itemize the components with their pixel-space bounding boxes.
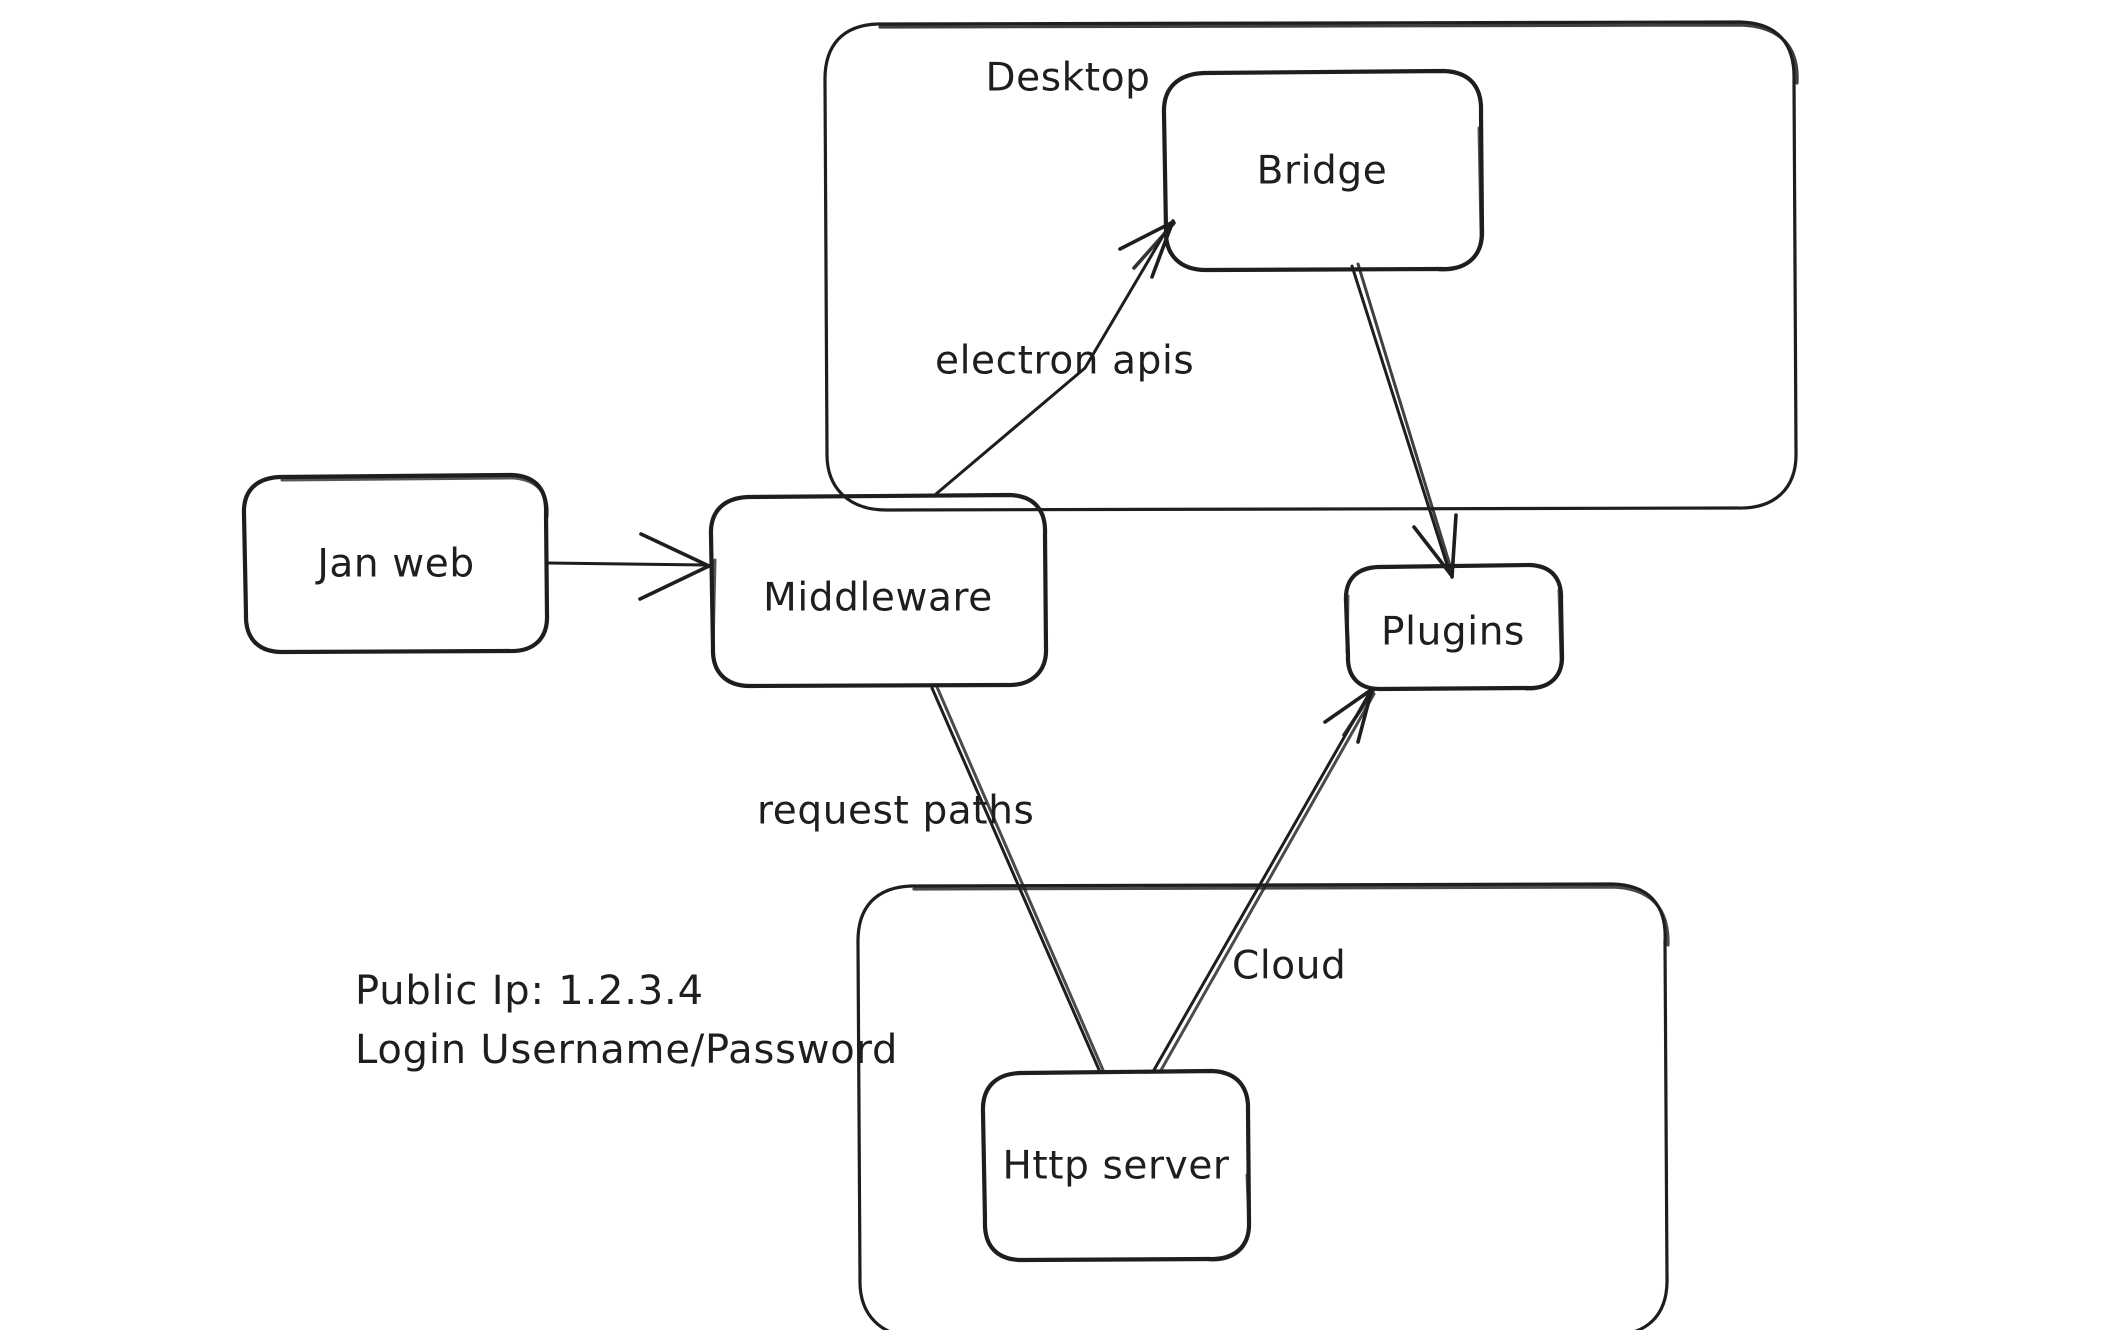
edge-bridge-to-plugins[interactable] (1350, 262, 1458, 579)
plugins-box-outline-second (1524, 588, 1563, 691)
node-label-middleware: Middleware (763, 576, 993, 621)
note-login: Login Username/Password (355, 1027, 898, 1073)
edge-line-1 (546, 561, 709, 567)
note-public-ip: Public Ip: 1.2.3.4 (355, 968, 704, 1014)
node-label-jan-web: Jan web (314, 542, 474, 587)
middleware-box-outline (708, 492, 1049, 689)
node-middleware[interactable]: Middleware (708, 492, 1049, 689)
node-label-plugins: Plugins (1381, 610, 1525, 655)
cloud-container-outline-second (912, 885, 1670, 947)
node-jan-web[interactable]: Jan web (241, 472, 550, 655)
edge-line-3 (1350, 264, 1452, 576)
edge-arrowhead-2-left (1118, 220, 1175, 251)
notes-block: Public Ip: 1.2.3.4 Login Username/Passwo… (355, 968, 898, 1073)
edge-line-4 (930, 686, 1102, 1074)
edge-arrowhead-2-mid (1132, 221, 1176, 270)
bridge-box-outline-second (1438, 126, 1483, 272)
node-http-server[interactable]: Http server (980, 1068, 1252, 1263)
edge-http-server-to-plugins[interactable]: Cloud (1152, 687, 1376, 1074)
node-label-http-server: Http server (1002, 1144, 1229, 1189)
plugins-box-outline-third (1345, 594, 1350, 654)
edge-arrowhead-1-upper (639, 532, 711, 568)
edge-label-request-paths: request paths (757, 789, 1034, 834)
edge-arrowhead-5-left (1323, 688, 1373, 724)
edge-label-electron-apis: electron apis (935, 339, 1194, 384)
edge-label-cloud: Cloud (1232, 944, 1346, 989)
desktop-container-outline-second (878, 23, 1799, 85)
edge-line-5 (1152, 690, 1372, 1072)
edge-line-2 (934, 222, 1172, 496)
edge-line-3-second (1356, 262, 1454, 574)
middleware-box-outline-second (711, 558, 752, 688)
edge-arrowhead-3-left (1412, 525, 1454, 578)
node-label-bridge: Bridge (1257, 149, 1388, 194)
group-desktop[interactable]: Desktop (823, 20, 1799, 512)
edge-jan-web-to-middleware[interactable] (546, 532, 711, 601)
bottom-white-strip (0, 1330, 2124, 1344)
http-server-box-outline-second (1208, 1173, 1251, 1262)
node-plugins[interactable]: Plugins (1343, 562, 1565, 692)
node-bridge[interactable]: Bridge (1161, 68, 1485, 273)
edge-middleware-to-http-server[interactable]: request paths (757, 685, 1105, 1074)
edge-arrowhead-5-mid (1342, 689, 1375, 737)
jan-web-box-outline-second (280, 476, 549, 519)
edge-line-4-second (935, 685, 1105, 1072)
edge-arrowhead-1-lower (638, 564, 711, 601)
edge-arrowhead-3-right (1450, 513, 1458, 579)
group-label-desktop: Desktop (985, 56, 1150, 101)
desktop-container-outline (823, 20, 1798, 512)
edge-middleware-to-bridge[interactable]: electron apis (934, 219, 1194, 496)
edge-line-5-second (1158, 692, 1376, 1074)
